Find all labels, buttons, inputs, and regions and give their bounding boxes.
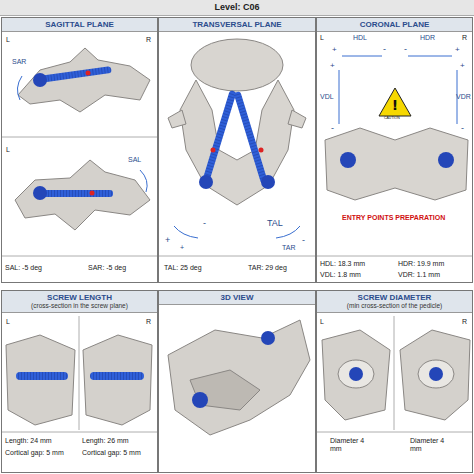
- view-label: L: [320, 34, 324, 42]
- view-label: +: [460, 62, 465, 71]
- view-label: -: [461, 124, 464, 134]
- view-label: Cortical gap: 5 mm: [5, 449, 64, 457]
- panel-header: CORONAL PLANE: [317, 18, 472, 32]
- view-label: L: [320, 318, 324, 326]
- panel-subtitle: (min cross-section of the pedicle): [318, 302, 471, 309]
- view-label: R: [146, 318, 151, 326]
- view-label: -: [383, 45, 386, 55]
- view-label: HDL: 18.3 mm: [320, 260, 365, 268]
- view-label: R: [462, 34, 467, 42]
- view-label: L: [6, 146, 10, 154]
- view-label: -: [203, 219, 206, 229]
- view-label: Length: 24 mm: [5, 437, 52, 445]
- panel-title: 3D VIEW: [221, 293, 254, 302]
- view-panel: SCREW LENGTH(cross-section in the screw …: [1, 290, 158, 473]
- view-panel: SAGITTAL PLANE: [1, 17, 158, 283]
- view-label: +: [165, 236, 170, 246]
- panel-header: 3D VIEW: [159, 291, 315, 305]
- view-label: ENTRY POINTS PREPARATION: [342, 214, 445, 222]
- panel-subtitle: (cross-section in the screw plane): [3, 302, 156, 309]
- panel-header: TRANSVERSAL PLANE: [159, 18, 315, 32]
- view-label: -: [331, 124, 334, 134]
- view-label: TAL: 25 deg: [164, 264, 202, 272]
- view-panel: 3D VIEW: [158, 290, 316, 473]
- view-panel: CORONAL PLANE: [316, 17, 473, 283]
- view-label: L: [6, 318, 10, 326]
- view-label: R: [146, 36, 151, 44]
- view-label: VDL: [320, 93, 334, 101]
- panel-header: SCREW DIAMETER(min cross-section of the …: [317, 291, 472, 313]
- view-label: VDR: 1.1 mm: [398, 271, 440, 279]
- view-label: VDR: [456, 93, 471, 101]
- view-label: TAR: [282, 244, 295, 252]
- view-label: Cortical gap: 5 mm: [82, 449, 141, 457]
- view-label: Length: 26 mm: [82, 437, 129, 445]
- svg-text:!: !: [392, 97, 398, 113]
- view-label: SAR: -5 deg: [88, 264, 126, 272]
- view-label: HDL: [353, 34, 367, 42]
- view-label: +: [180, 244, 184, 252]
- view-label: HDR: 19.9 mm: [398, 260, 444, 268]
- view-label: SAR: [12, 58, 26, 66]
- panel-title: TRANSVERSAL PLANE: [192, 20, 281, 29]
- view-label: +: [332, 46, 337, 55]
- panel-header: SCREW LENGTH(cross-section in the screw …: [2, 291, 157, 313]
- view-label: TAR: 29 deg: [248, 264, 287, 272]
- view-label: VDL: 1.8 mm: [320, 271, 361, 279]
- view-label: R: [462, 318, 467, 326]
- panel-header: SAGITTAL PLANE: [2, 18, 157, 32]
- view-label: -: [302, 236, 305, 246]
- view-label: -: [404, 45, 407, 55]
- panel-title: SAGITTAL PLANE: [45, 20, 114, 29]
- view-label: TAL: [267, 219, 283, 229]
- panel-title: CORONAL PLANE: [360, 20, 430, 29]
- view-label: +: [330, 62, 335, 71]
- view-label: +: [455, 46, 460, 55]
- level-title: Level: C06: [0, 0, 474, 16]
- view-label: SAL: [128, 156, 141, 164]
- panel-title: SCREW DIAMETER: [358, 293, 432, 302]
- view-label: HDR: [420, 34, 435, 42]
- view-label: SAL: -5 deg: [5, 264, 42, 272]
- view-label: L: [6, 36, 10, 44]
- view-label: CAUTION: [384, 117, 400, 121]
- view-label: Diameter 4 mm: [330, 437, 366, 452]
- view-panel: TRANSVERSAL PLANE: [158, 17, 316, 283]
- panel-title: SCREW LENGTH: [47, 293, 112, 302]
- view-label: Diameter 4 mm: [410, 437, 446, 452]
